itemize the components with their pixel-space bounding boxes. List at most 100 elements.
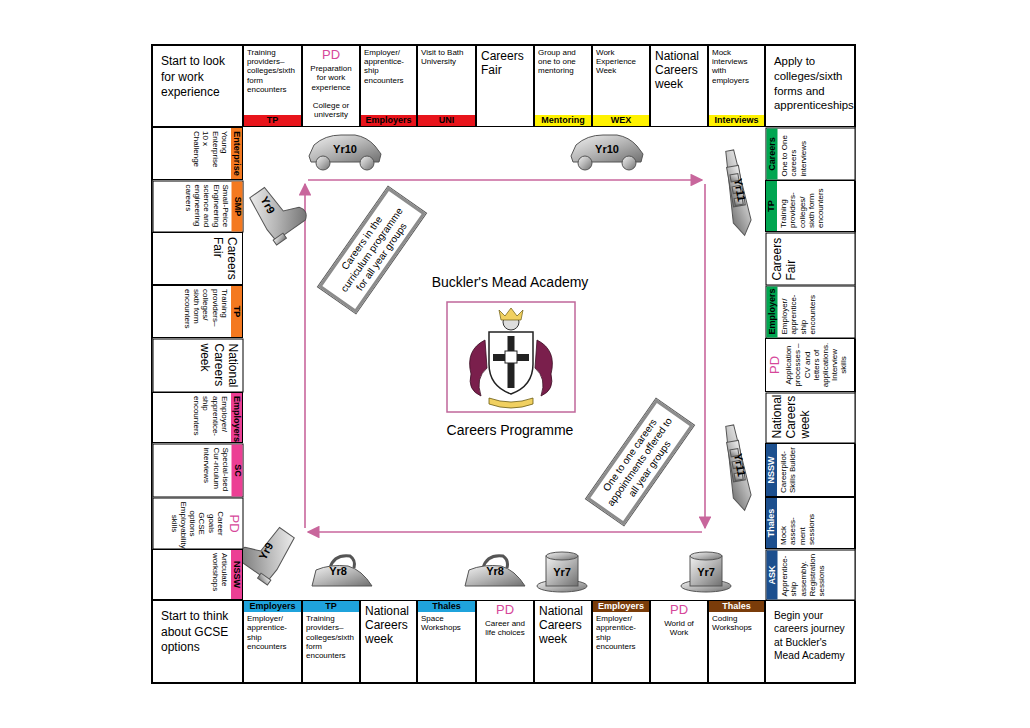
board-square: UNIVisit to Bath University <box>417 45 476 127</box>
crest <box>447 302 575 412</box>
square-text: College or university <box>303 99 359 126</box>
square-text: Employer/ apprentice-ship encounters <box>190 393 231 442</box>
board-square: EmployersEmployer/ apprentice-ship encou… <box>360 45 417 127</box>
token-label: Yr11 <box>732 453 748 478</box>
token-label: Yr9 <box>257 540 276 561</box>
square-text: Training providers–colleges/sixth form e… <box>244 46 301 115</box>
iron-token <box>312 556 372 586</box>
square-text: Career goals GCSE options Employability … <box>167 498 226 548</box>
board-square: Careers Fair <box>765 232 855 285</box>
tokens <box>233 135 754 592</box>
token-label: Yr7 <box>697 566 715 578</box>
board-square: NSSWArticulate workshops <box>152 549 243 600</box>
category-tag: Enterprise <box>231 128 242 179</box>
board-square: EmployersEmployer/ apprentice-ship encou… <box>592 600 650 683</box>
board-square: PDCareer and life choices <box>476 600 534 683</box>
board-square: TPTraining providers–colleges/sixth form… <box>243 45 302 127</box>
square-text: Visit to Bath University <box>418 46 475 115</box>
square-title: Careers Fair <box>477 46 533 82</box>
corner-square: Begin your careers journey at Buckler's … <box>765 600 855 683</box>
corner-square: Start to look for work experience <box>152 45 243 127</box>
category-tag: Employers <box>361 115 416 126</box>
square-title: Careers Fair <box>206 233 242 284</box>
category-tag: Mentoring <box>535 115 591 126</box>
iron-token <box>465 556 525 586</box>
square-text: Training providers–colleges/sixth form e… <box>303 612 359 662</box>
corner-square: Apply to colleges/sixth forms and appren… <box>765 45 855 127</box>
board-square: PDWorld of Work <box>650 600 708 683</box>
square-text: World of Work <box>651 617 707 639</box>
category-tag: Thales <box>709 601 764 612</box>
note-box: One to one careers appointments offered … <box>586 399 694 525</box>
token-label: Yr7 <box>553 566 571 578</box>
category-tag: NSSW <box>231 550 242 599</box>
token-label: Yr9 <box>259 194 278 215</box>
board-square: SCSpecial-ised Cur-riculum interviews <box>152 443 243 497</box>
square-text: Apprentice-ship assembly. Registration s… <box>777 550 827 599</box>
board-square: TPTraining providers–colleges/ sixth for… <box>152 285 243 338</box>
note-text: One to one careers appointments offered … <box>594 407 685 516</box>
board-square: PDCareer goals GCSE options Employabilit… <box>152 497 243 549</box>
category-tag: TP <box>244 115 301 126</box>
board-square: EnterpriseYoung Enterprise 10 x Challeng… <box>152 127 243 180</box>
board-square: National Careers week <box>152 338 243 392</box>
corner-text: Begin your careers journey at Buckler's … <box>766 601 854 670</box>
corner-text: Apply to colleges/sixth forms and appren… <box>766 46 854 121</box>
corner-text: Start to look for work experience <box>153 46 242 109</box>
category-tag: Interviews <box>709 115 764 126</box>
board-square: ASKApprentice-ship assembly. Registratio… <box>765 549 855 600</box>
note-box: Careers in the curriculum programme for … <box>318 187 426 313</box>
board-square: MentoringGroup and one to one mentoring <box>534 45 592 127</box>
corner-square: Start to think about GCSE options <box>152 600 243 683</box>
board-square: TPTraining providers-colleges/ sixth for… <box>765 180 855 232</box>
boot-token <box>246 176 312 245</box>
category-tag: Thales <box>766 498 777 548</box>
title-label: Careers Programme <box>447 422 574 438</box>
ship-token <box>721 149 754 237</box>
token-label: Yr10 <box>333 143 357 155</box>
category-tag: Employers <box>766 286 777 337</box>
board-square: PDApplication processes – CV and letters… <box>765 338 855 392</box>
ship-token <box>721 424 754 512</box>
square-text: Mock interviews with employers <box>709 46 764 115</box>
corner-text: Start to think about GCSE options <box>153 601 242 664</box>
category-tag: Careers <box>766 128 777 179</box>
category-tag: TP <box>303 601 359 612</box>
board-square: WEXWork Experience Week <box>592 45 650 127</box>
board-square: PDPreparation for work experienceCollege… <box>302 45 360 127</box>
square-title: National Careers week <box>361 601 416 650</box>
category-tag: WEX <box>593 115 649 126</box>
board-square: CareersOne to One careers interviews <box>765 127 855 180</box>
square-text: Articulate workshops <box>208 550 230 599</box>
note-text: Careers in the curriculum programme for … <box>326 195 417 304</box>
board-square: Careers Fair <box>476 45 534 127</box>
square-title: National Careers week <box>193 339 242 391</box>
square-text: Space Workshops <box>418 612 475 634</box>
board-square: EmployersEmployer/ apprentice-ship encou… <box>152 392 243 443</box>
board-square: InterviewsMock interviews with employers <box>708 45 765 127</box>
token-label: Yr10 <box>595 143 619 155</box>
square-title: National Careers week <box>766 393 815 442</box>
category-tag: ASK <box>766 550 777 599</box>
category-tag: SC <box>231 444 242 496</box>
category-tag: Thales <box>418 601 475 612</box>
square-text: Career and life choices <box>477 617 533 639</box>
board-square: ThalesMock assess-ment sessions <box>765 497 855 549</box>
square-text: Small-Peice Engineering science and engi… <box>181 181 231 231</box>
category-tag: UNI <box>418 115 475 126</box>
pd-tag: PD <box>303 46 359 62</box>
category-tag: Employers <box>244 601 301 612</box>
title-label: Buckler's Mead Academy <box>432 274 589 290</box>
category-tag: NSSW <box>766 444 777 496</box>
token-label: Yr8 <box>486 565 504 577</box>
category-tag: TP <box>766 181 777 231</box>
square-text: Employer/ apprentice-ship encounters <box>593 612 649 653</box>
board-square: National Careers week <box>765 392 855 443</box>
board-square: ThalesSpace Workshops <box>417 600 476 683</box>
square-text: Group and one to one mentoring <box>535 46 591 115</box>
square-text: Training providers–colleges/ sixth form … <box>181 286 231 337</box>
square-title: National Careers week <box>651 46 707 95</box>
pd-tag: PD <box>477 601 533 617</box>
square-text: Application processes – CV and letters o… <box>782 339 850 391</box>
